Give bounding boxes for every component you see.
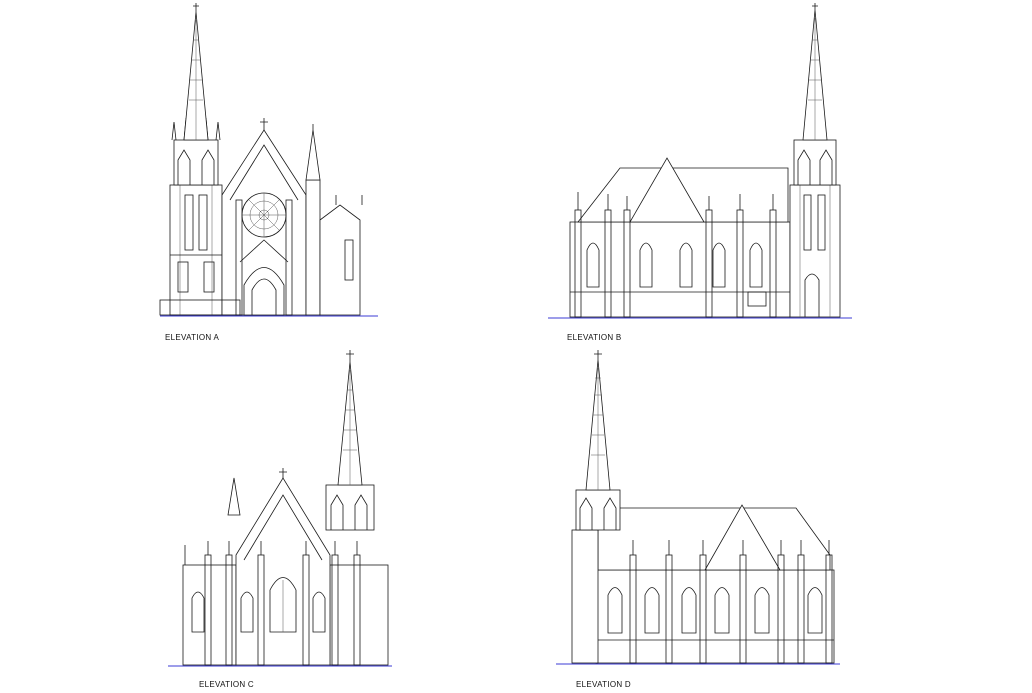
elevation-c-label: ELEVATION C [199, 680, 255, 689]
elevation-a-label: ELEVATION A [165, 333, 220, 342]
elevation-d-label: ELEVATION D [576, 680, 632, 689]
elevation-b-label: ELEVATION B [567, 333, 622, 342]
elevation-d-drawing [556, 350, 840, 665]
elevation-b-drawing [548, 3, 852, 319]
elevation-c-drawing [168, 350, 392, 667]
elevation-a-drawing [159, 3, 378, 317]
